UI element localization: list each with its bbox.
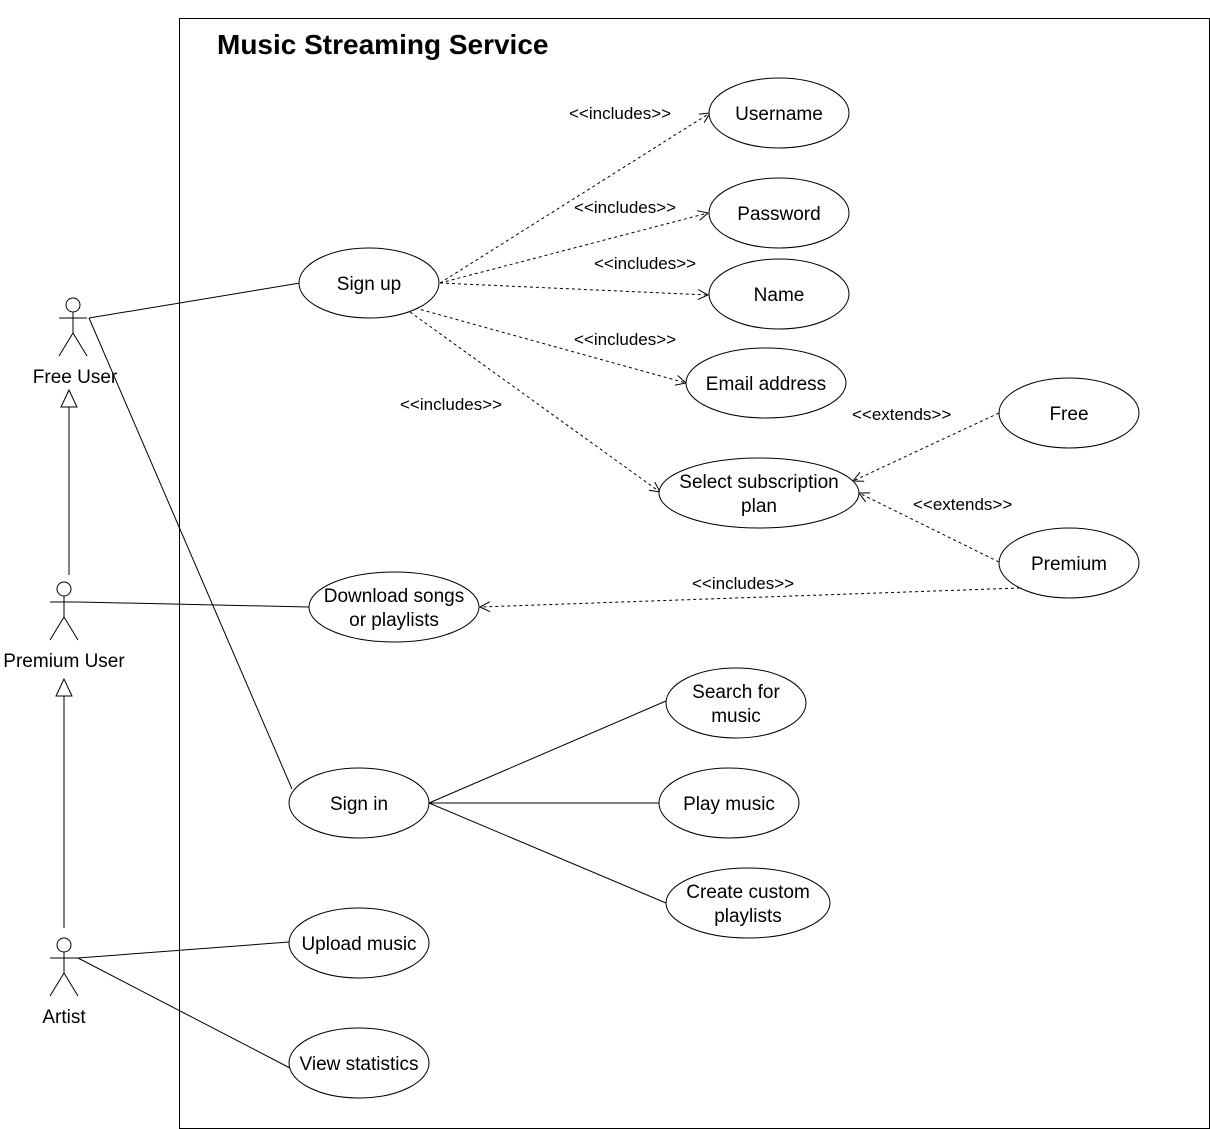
use-case-name-label: Name xyxy=(754,285,805,306)
use-case-email[interactable]: Email address xyxy=(685,347,847,419)
use-case-download-label: or playlists xyxy=(349,610,439,631)
actor-artist-figure xyxy=(49,937,79,997)
use-case-username[interactable]: Username xyxy=(708,77,850,149)
actor-premium-user-label: Premium User xyxy=(3,651,125,672)
use-case-sign-in-shape xyxy=(288,767,430,839)
use-case-select-plan-shape xyxy=(658,457,860,529)
actor-free-user-label: Free User xyxy=(33,367,118,388)
use-case-select-plan-label: Select subscription xyxy=(679,472,838,493)
generalization-arrowhead-free xyxy=(60,388,78,408)
extend-free-select-plan xyxy=(853,412,1000,481)
use-case-password-label: Password xyxy=(737,204,820,225)
use-case-select-plan[interactable]: Select subscription plan xyxy=(658,457,860,529)
use-case-statistics-label: View statistics xyxy=(300,1054,419,1075)
include-label-username: <<includes>> xyxy=(569,104,671,123)
use-case-statistics-shape xyxy=(288,1027,430,1099)
use-case-play-label: Play music xyxy=(683,794,775,815)
use-case-play[interactable]: Play music xyxy=(658,767,800,839)
include-label-download: <<includes>> xyxy=(692,574,794,593)
use-case-email-shape xyxy=(685,347,847,419)
actor-head xyxy=(65,297,81,313)
generalization-arrowhead-premium xyxy=(55,677,73,697)
use-case-create-playlists-shape xyxy=(665,867,831,939)
use-case-sign-in[interactable]: Sign in xyxy=(288,767,430,839)
use-case-password-shape xyxy=(708,177,850,249)
associations xyxy=(77,282,667,1069)
include-sign-up-email xyxy=(414,307,686,383)
actor-free-user[interactable]: Free User xyxy=(33,297,118,388)
extend-label-free: <<extends>> xyxy=(852,405,951,424)
assoc-free-user-sign-up xyxy=(88,282,301,319)
actor-leg-right xyxy=(72,332,88,357)
use-case-download-label: Download songs xyxy=(324,586,464,607)
actor-premium-user-figure xyxy=(49,581,79,641)
include-label-name: <<includes>> xyxy=(594,254,696,273)
actor-leg-left xyxy=(49,616,65,641)
actor-artist-label: Artist xyxy=(42,1007,86,1028)
actor-leg-left xyxy=(49,972,65,997)
use-case-create-playlists-label: playlists xyxy=(714,906,782,927)
use-case-upload-label: Upload music xyxy=(301,934,416,955)
use-case-create-playlists-label: Create custom xyxy=(686,882,810,903)
use-case-premium-label: Premium xyxy=(1031,554,1107,575)
use-case-upload[interactable]: Upload music xyxy=(288,907,430,979)
actor-artist[interactable]: Artist xyxy=(42,937,86,1028)
use-case-name-shape xyxy=(708,258,850,330)
actor-head xyxy=(56,581,72,597)
assoc-free-user-sign-in xyxy=(88,317,293,790)
assoc-sign-in-search xyxy=(428,700,667,804)
use-case-email-label: Email address xyxy=(706,374,826,395)
use-case-sign-up[interactable]: Sign up xyxy=(298,247,440,319)
use-case-free-label: Free xyxy=(1049,404,1088,425)
use-case-create-playlists[interactable]: Create custom playlists xyxy=(665,867,831,939)
assoc-artist-statistics xyxy=(77,957,291,1069)
include-sign-up-username xyxy=(439,113,710,284)
use-case-search-label: music xyxy=(711,706,761,727)
use-case-name[interactable]: Name xyxy=(708,258,850,330)
include-sign-up-password xyxy=(439,213,708,284)
use-case-download[interactable]: Download songs or playlists xyxy=(308,571,480,643)
assoc-premium-user-download xyxy=(77,601,310,608)
actor-premium-user[interactable]: Premium User xyxy=(3,581,125,672)
system-title: Music Streaming Service xyxy=(217,29,548,60)
use-case-premium[interactable]: Premium xyxy=(998,527,1140,599)
use-case-sign-up-shape xyxy=(298,247,440,319)
actor-head xyxy=(56,937,72,953)
actor-free-user-figure xyxy=(58,297,88,357)
use-case-upload-shape xyxy=(288,907,430,979)
use-case-premium-shape xyxy=(998,527,1140,599)
include-label-email: <<includes>> xyxy=(574,330,676,349)
dependencies xyxy=(409,113,1021,607)
use-case-free[interactable]: Free xyxy=(998,377,1140,449)
relation-labels: <<includes>> <<includes>> <<includes>> <… xyxy=(400,104,1012,593)
use-case-password[interactable]: Password xyxy=(708,177,850,249)
assoc-sign-in-create xyxy=(428,802,667,904)
generalizations xyxy=(55,388,78,928)
use-case-search-shape xyxy=(665,667,807,739)
extend-premium-select-plan xyxy=(859,493,1000,563)
use-case-sign-in-label: Sign in xyxy=(330,794,388,815)
use-case-select-plan-label: plan xyxy=(741,496,777,517)
use-case-play-shape xyxy=(658,767,800,839)
actor-leg-left xyxy=(58,332,74,357)
actor-leg-right xyxy=(63,616,79,641)
use-case-sign-up-label: Sign up xyxy=(337,274,401,295)
actor-leg-right xyxy=(63,972,79,997)
assoc-artist-upload xyxy=(77,941,290,959)
use-case-search[interactable]: Search for music xyxy=(665,667,807,739)
include-sign-up-name xyxy=(439,282,708,295)
use-case-username-shape xyxy=(708,77,850,149)
include-label-password: <<includes>> xyxy=(574,198,676,217)
include-label-select-plan: <<includes>> xyxy=(400,395,502,414)
use-case-search-label: Search for xyxy=(692,682,780,703)
use-case-statistics[interactable]: View statistics xyxy=(288,1027,430,1099)
extend-label-premium: <<extends>> xyxy=(913,495,1012,514)
use-case-username-label: Username xyxy=(735,104,823,125)
use-case-download-shape xyxy=(308,571,480,643)
use-case-free-shape xyxy=(998,377,1140,449)
include-premium-download xyxy=(480,587,1021,607)
